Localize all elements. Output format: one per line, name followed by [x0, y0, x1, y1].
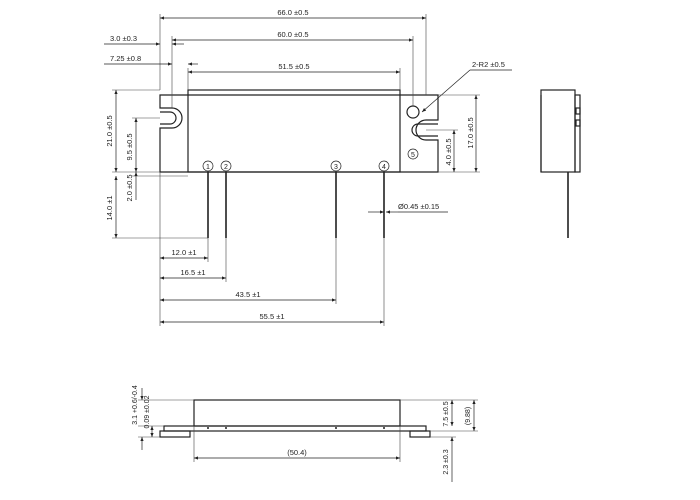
- right-mounting-slot: [411, 123, 438, 137]
- dim-lead-height: 2.3 ±0.3: [443, 449, 450, 474]
- dim-hole-radius: 2-R2 ±0.5: [472, 60, 505, 69]
- module-body: [187, 89, 401, 173]
- pin-label-1: 1: [206, 164, 210, 171]
- front-view: 3.1 +0.6/-0.4 0.09 ±0.02 7.5 ±0.5 (9.88)…: [132, 385, 478, 482]
- dim-hole-center: 7.25 ±0.8: [110, 54, 141, 63]
- pin-marker-5: 5: [407, 148, 419, 160]
- dim-overall-length: 66.0 ±0.5: [277, 8, 308, 17]
- pin-label-3: 3: [334, 164, 338, 171]
- pin-marker-1: 1: [202, 160, 214, 172]
- dim-body-height: 17.0 ±0.5: [466, 117, 475, 148]
- dim-lead-offset: 2.0 ±0.5: [125, 174, 134, 201]
- dim-body-length: 51.5 ±0.5: [278, 62, 309, 71]
- dim-hole-from-bottom: 4.0 ±0.5: [444, 138, 453, 165]
- pin-label-4: 4: [382, 164, 386, 171]
- dim-pin3-position: 43.5 ±1: [236, 290, 261, 299]
- pin-marker-2: 2: [220, 160, 232, 172]
- pin-label-2: 2: [224, 164, 228, 171]
- top-view: 1 2 3 4 5 66.0 ±0.5 60.0 ±0.5 3.: [104, 8, 512, 326]
- flange-outline: [159, 94, 439, 173]
- side-view: [540, 89, 581, 238]
- dim-pin1-position: 12.0 ±1: [172, 248, 197, 257]
- pin-marker-4: 4: [378, 160, 390, 172]
- dim-flange-width: 21.0 ±0.5: [105, 115, 114, 146]
- dim-lead-length: 14.0 ±1: [105, 196, 114, 221]
- dim-lead-diameter: Ø0.45 ±0.15: [398, 202, 439, 211]
- pin-label-5: 5: [411, 152, 415, 159]
- dim-body-length-ref: (50.4): [287, 448, 307, 457]
- pin-marker-3: 3: [330, 160, 342, 172]
- dim-pin2-position: 16.5 ±1: [181, 268, 206, 277]
- dim-flange-thickness: 0.09 ±0.02: [144, 395, 151, 428]
- dim-height-total: 3.1 +0.6/-0.4: [132, 385, 139, 425]
- dim-flange-edge: 3.0 ±0.3: [110, 34, 137, 43]
- right-mounting-hole: [406, 105, 420, 119]
- dim-reference-height: (9.88): [465, 407, 472, 425]
- dim-body-height-front: 7.5 ±0.5: [443, 401, 450, 426]
- dim-pin4-position: 55.5 ±1: [260, 312, 285, 321]
- dim-hole-pitch: 60.0 ±0.5: [277, 30, 308, 39]
- left-mounting-slot: [160, 111, 177, 125]
- dim-hole-to-body: 9.5 ±0.5: [125, 133, 134, 160]
